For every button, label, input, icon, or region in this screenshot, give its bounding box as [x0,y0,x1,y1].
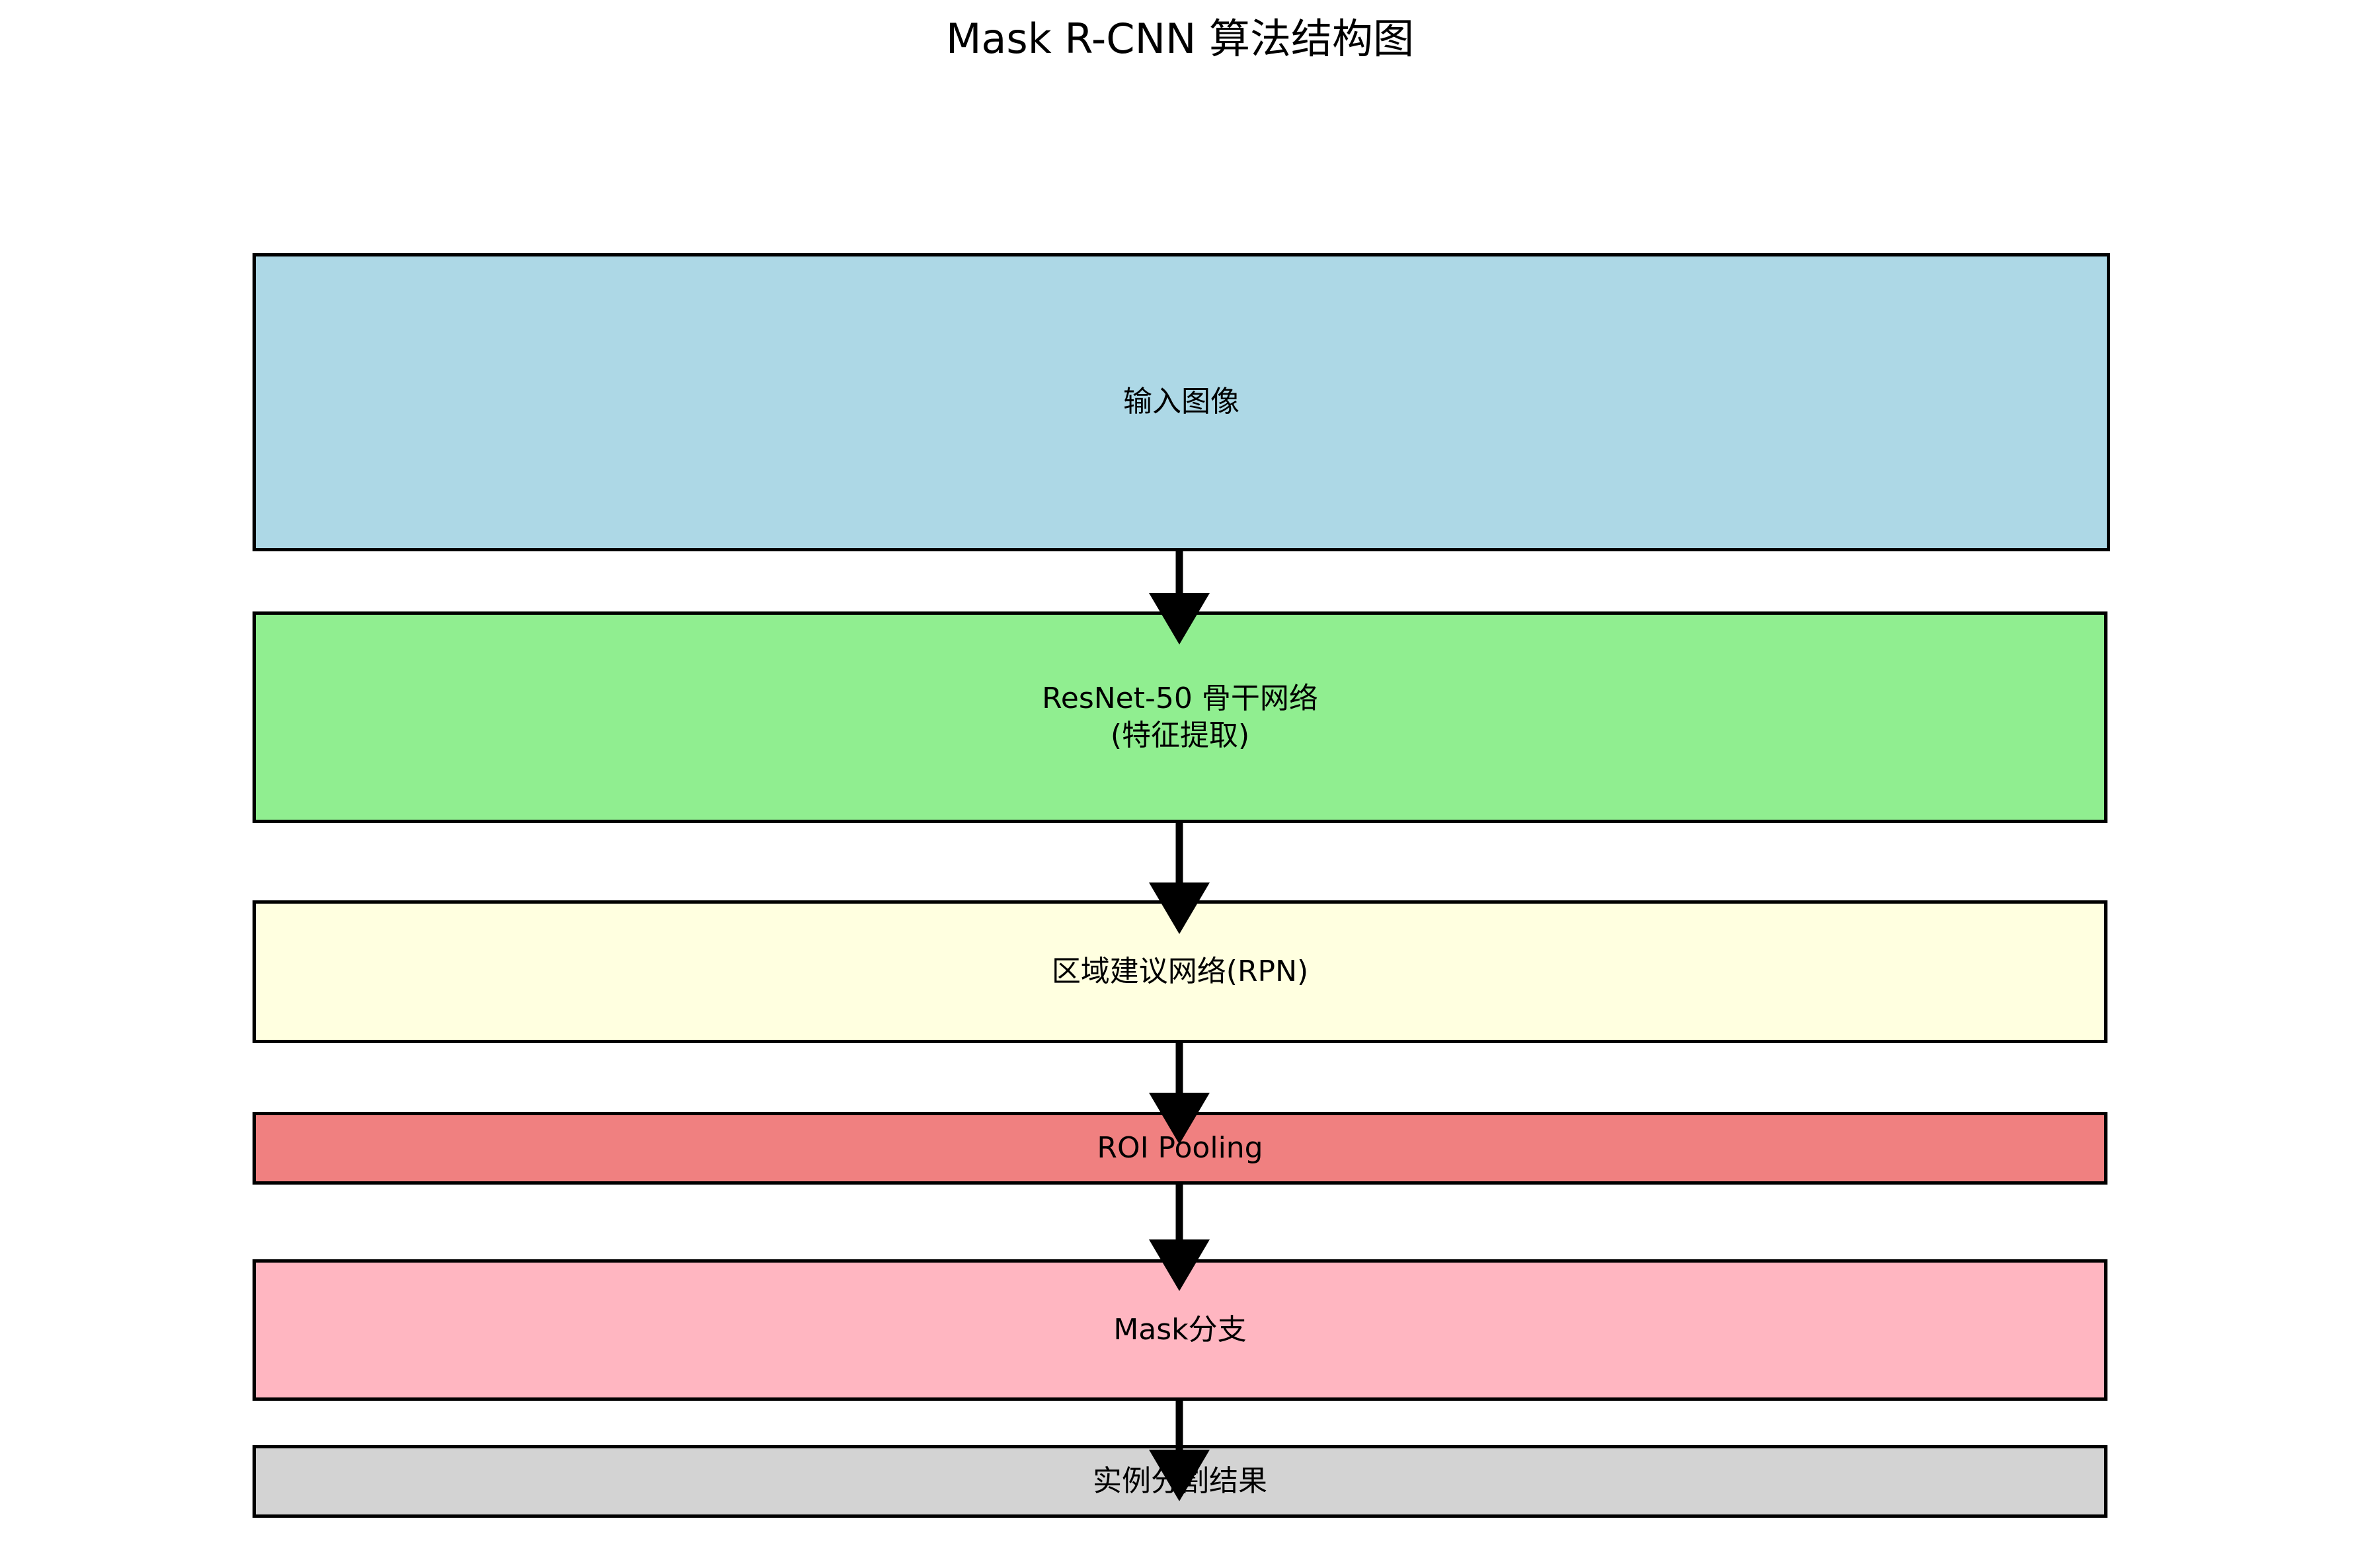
flow-node-roi-pooling[interactable]: ROI Pooling [253,1112,2107,1185]
flow-node-mask-branch-label: Mask分支 [1113,1312,1247,1347]
arrow-stem [1175,1401,1183,1450]
flow-node-rpn-label: 区域建议网络(RPN) [1051,954,1309,988]
arrow-stem [1175,1043,1183,1093]
page-title: Mask R-CNN 算法结构图 [945,15,1415,63]
arrow-stem [1175,823,1183,882]
flow-node-roi-pooling-label: ROI Pooling [1097,1130,1263,1165]
flow-node-input[interactable]: 输入图像 [253,253,2110,551]
flow-node-backbone[interactable]: ResNet-50 骨干网络 (特征提取) [253,611,2107,823]
arrow-stem [1175,1185,1183,1239]
flow-node-mask-branch[interactable]: Mask分支 [253,1259,2107,1401]
flow-node-input-label: 输入图像 [1123,385,1239,419]
flow-node-result-label: 实例分割结果 [1093,1464,1267,1498]
flow-node-backbone-label: ResNet-50 骨干网络 (特征提取) [1042,681,1318,752]
flow-node-result[interactable]: 实例分割结果 [253,1445,2107,1518]
flow-node-rpn[interactable]: 区域建议网络(RPN) [253,900,2107,1043]
arrow-stem [1175,551,1183,593]
